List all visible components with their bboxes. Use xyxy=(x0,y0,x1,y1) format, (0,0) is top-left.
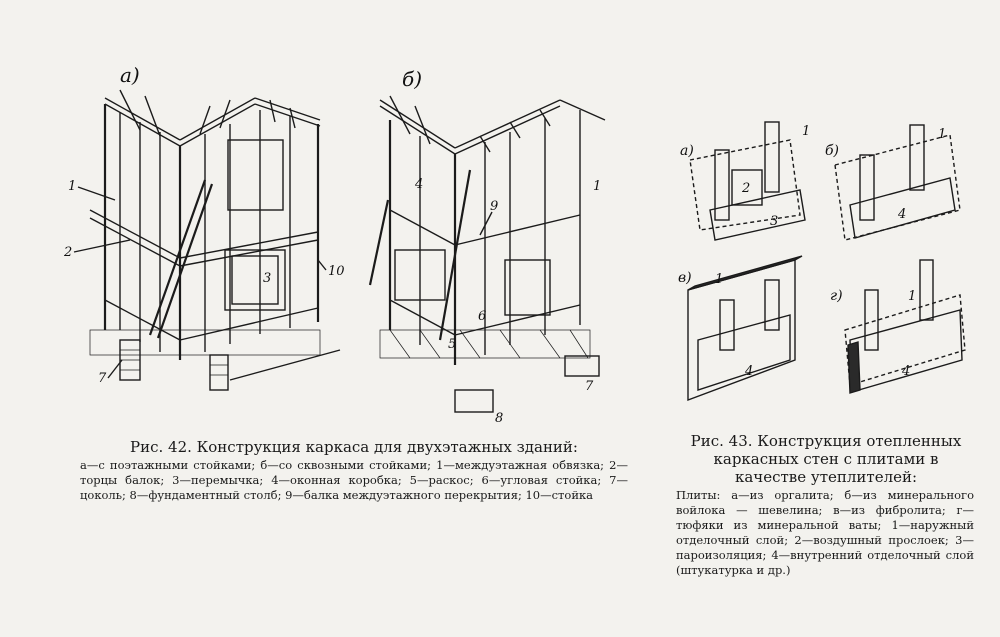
fig43v-label-1: 1 xyxy=(715,272,723,287)
fig42a-label-10: 10 xyxy=(328,264,345,279)
fig42-sub-b: б) xyxy=(402,67,422,91)
fig42a-label-7: 7 xyxy=(98,371,107,386)
fig43-sub-b: б) xyxy=(825,143,839,159)
fig43b-label-1: 1 xyxy=(938,127,946,142)
fig43a-label-3: 3 xyxy=(770,214,778,229)
fig42b-label-7: 7 xyxy=(585,379,594,394)
fig42a-label-1: 1 xyxy=(68,179,76,194)
fig42b-label-9: 9 xyxy=(490,199,498,214)
fig42-sub-a: а) xyxy=(120,63,140,87)
fig43-sub-v: в) xyxy=(678,270,692,286)
fig42a-label-2: 2 xyxy=(63,245,72,260)
fig42b-label-8: 8 xyxy=(495,411,503,426)
fig42b-stud-mark: 1 xyxy=(593,179,601,194)
fig42-caption-title: Рис. 42. Конструкция каркаса для двухэта… xyxy=(130,438,578,456)
fig43g-label-1: 1 xyxy=(908,289,916,304)
fig42b-label-5: 5 xyxy=(448,337,456,352)
fig43b-label-4: 4 xyxy=(897,207,906,222)
fig43g-label-4: 4 xyxy=(901,364,910,379)
fig43a-label-1: 1 xyxy=(802,124,810,139)
fig43v-label-4: 4 xyxy=(744,364,753,379)
fig42a-label-3: 3 xyxy=(263,271,271,286)
fig42b-label-4: 4 xyxy=(414,177,423,192)
fig42-caption-body: а—с поэтажными стойками; б—со сквозными … xyxy=(80,458,628,502)
fig42b-label-6: 6 xyxy=(478,309,486,324)
fig43-caption-title: Рис. 43. Конструкция отепленных каркасны… xyxy=(690,432,962,486)
figure-42a-drawing: а) 1 xyxy=(63,63,345,391)
fig43a-label-2: 2 xyxy=(741,181,750,196)
fig43-sub-g: г) xyxy=(830,288,843,304)
figure-42b-drawing: б) 4 9 6 5 7 8 xyxy=(368,67,606,426)
fig43-sub-a: а) xyxy=(680,143,694,159)
figure-43-drawing: а) 2 3 1 б) 4 1 в) 1 4 г) 1 4 xyxy=(678,121,966,402)
fig43-caption-body: Плиты: а—из оргалита; б—из минерального … xyxy=(676,488,974,577)
